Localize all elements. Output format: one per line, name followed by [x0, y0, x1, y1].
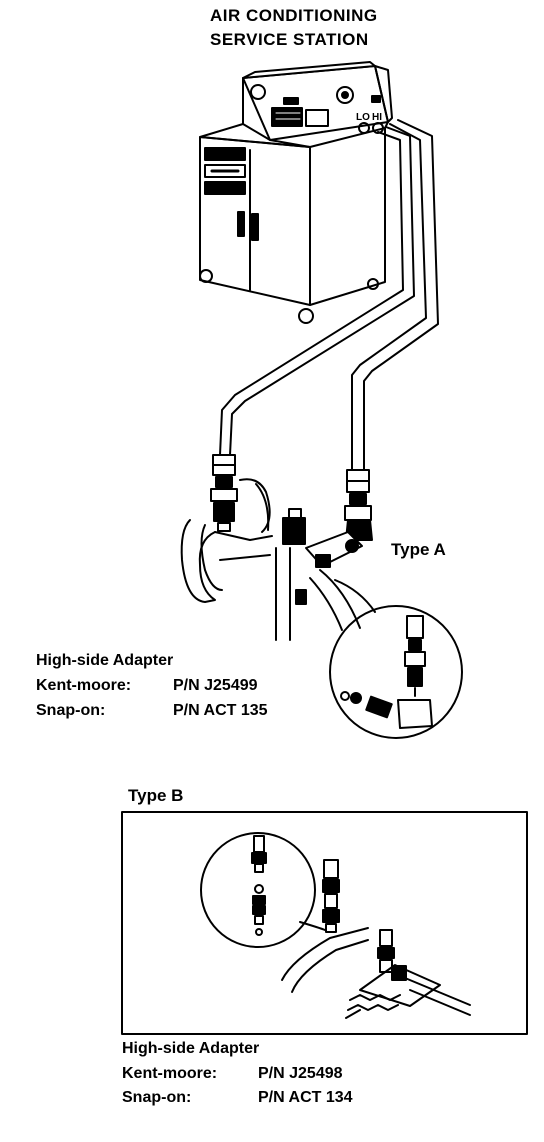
type-b-adapter-name: High-side Adapter: [122, 1040, 260, 1057]
type-b-fitting: [281, 859, 471, 1019]
type-a-leader: [334, 579, 376, 613]
type-b-label: Type B: [128, 786, 184, 805]
type-a-label: Type A: [391, 540, 446, 559]
type-a-adapter-name: High-side Adapter: [36, 652, 174, 669]
service-station-cart: [199, 61, 393, 324]
left-coupler: [210, 454, 238, 532]
type-b-kent-moore-label: Kent-moore:: [122, 1065, 218, 1082]
type-a-detail-circle: [329, 605, 463, 739]
hi-port-label: HI: [372, 112, 382, 123]
type-a-kent-moore-part: P/N J25499: [173, 677, 258, 694]
type-b-snap-on-label: Snap-on:: [122, 1089, 192, 1106]
diagram-title-line1: AIR CONDITIONING: [210, 6, 378, 25]
engine-piping: [180, 478, 363, 641]
right-gauge-icon: [336, 86, 354, 104]
lo-port-label: LO: [356, 112, 370, 123]
type-a-kent-moore-label: Kent-moore:: [36, 677, 132, 694]
type-b-frame: [121, 811, 528, 1035]
lo-port-icon: [358, 122, 370, 134]
service-hoses: [219, 119, 439, 471]
right-coupler: [344, 469, 373, 541]
diagram-title-line2: SERVICE STATION: [210, 30, 369, 49]
type-b-kent-moore-part: P/N J25498: [258, 1065, 343, 1082]
type-b-detail-circle: [200, 832, 316, 948]
left-gauge-icon: [250, 84, 266, 100]
type-b-snap-on-part: P/N ACT 134: [258, 1089, 353, 1106]
type-a-snap-on-label: Snap-on:: [36, 702, 106, 719]
type-a-snap-on-part: P/N ACT 135: [173, 702, 268, 719]
